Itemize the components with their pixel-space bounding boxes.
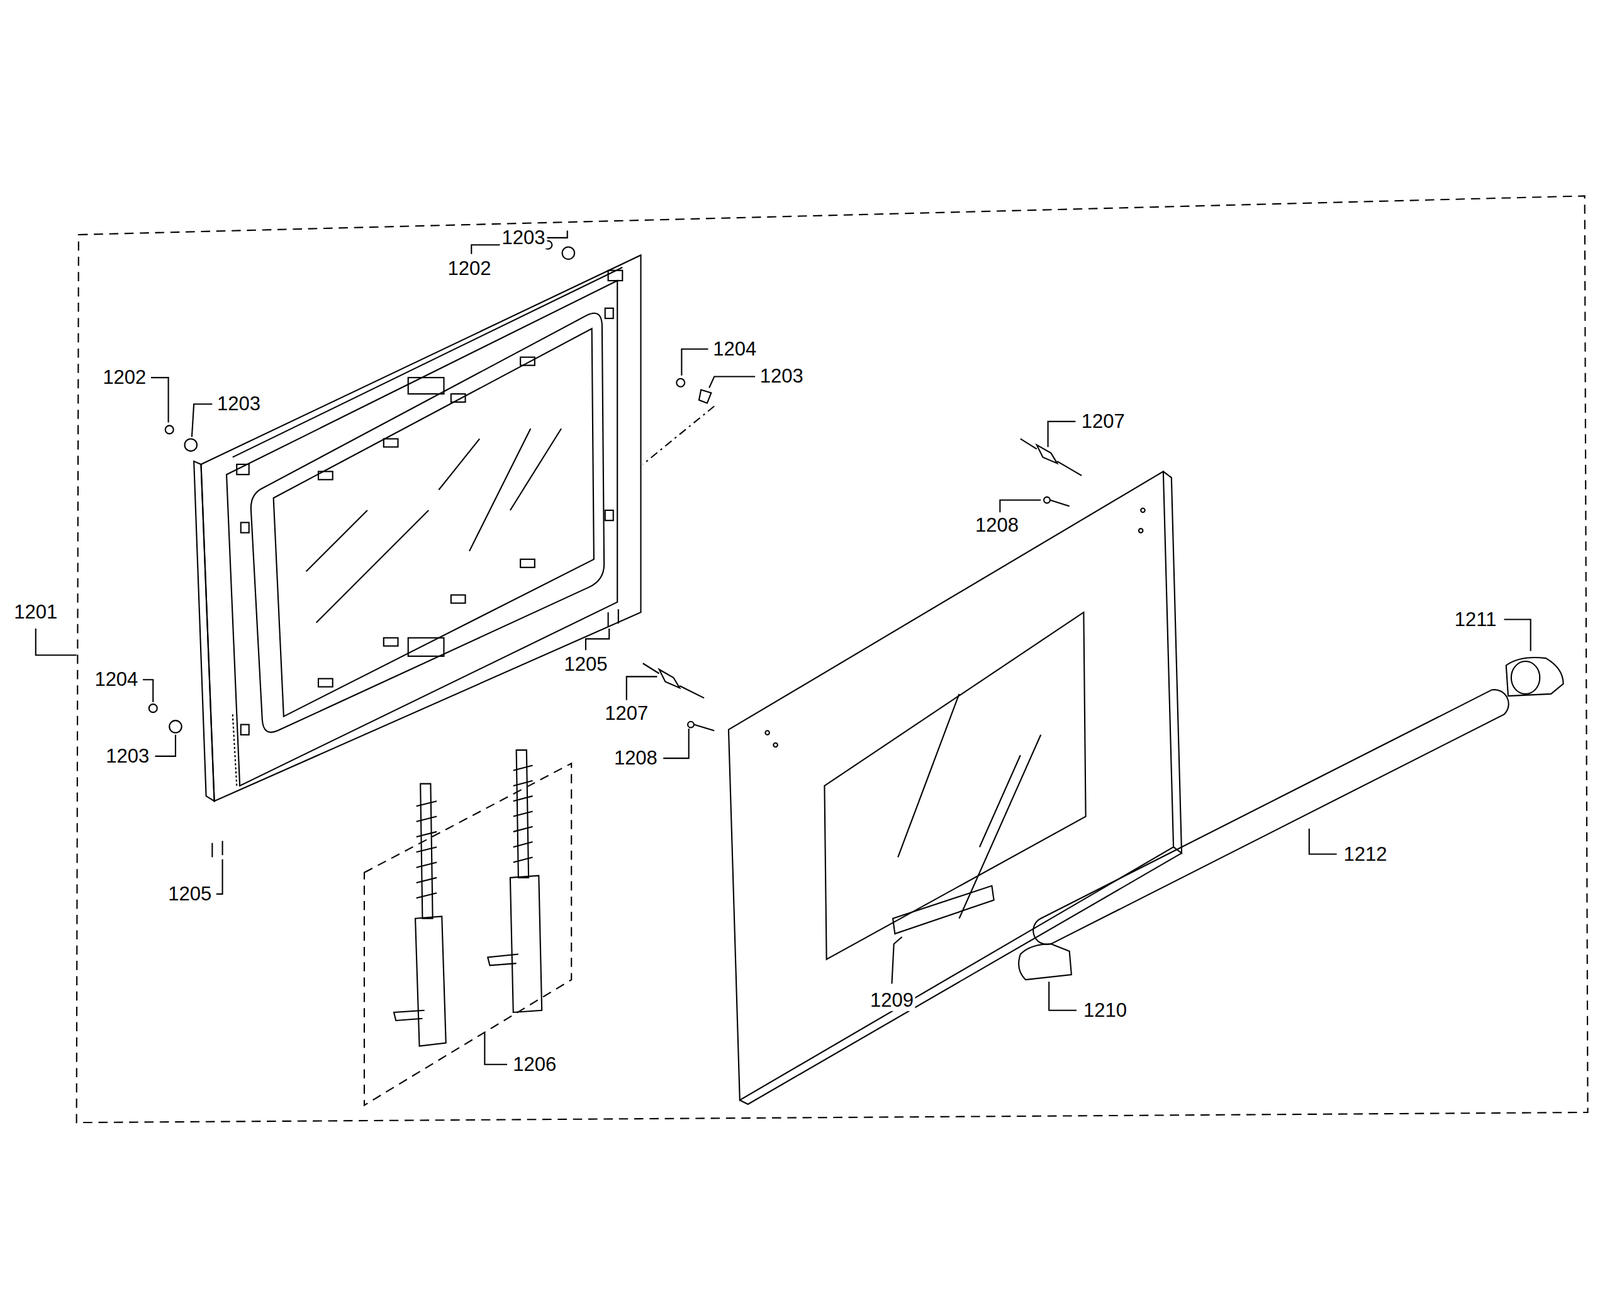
callout-number: 1203 [758,365,806,387]
callout-number: 1202 [446,257,494,280]
callout-number: 1211 [1452,608,1499,630]
callout-number: 1208 [973,514,1021,537]
callout-number: 1203 [103,745,152,767]
callout-number: 1201 [11,601,60,623]
callout-number: 1208 [612,747,660,769]
callout-number: 1209 [868,989,916,1011]
callout-number: 1206 [510,1053,559,1076]
callout-number: 1207 [1079,410,1127,433]
callout-number: 1210 [1081,999,1129,1022]
callout-number: 1204 [92,668,140,691]
callout-number: 1204 [710,338,759,360]
callout-number: 1207 [602,702,650,725]
callout-number: 1203 [500,227,548,249]
callout-number: 1203 [215,393,263,415]
callout-number: 1205 [561,653,610,676]
callout-number: 1212 [1341,843,1389,866]
callout-number: 1202 [100,366,148,389]
callout-number: 1205 [166,883,214,905]
